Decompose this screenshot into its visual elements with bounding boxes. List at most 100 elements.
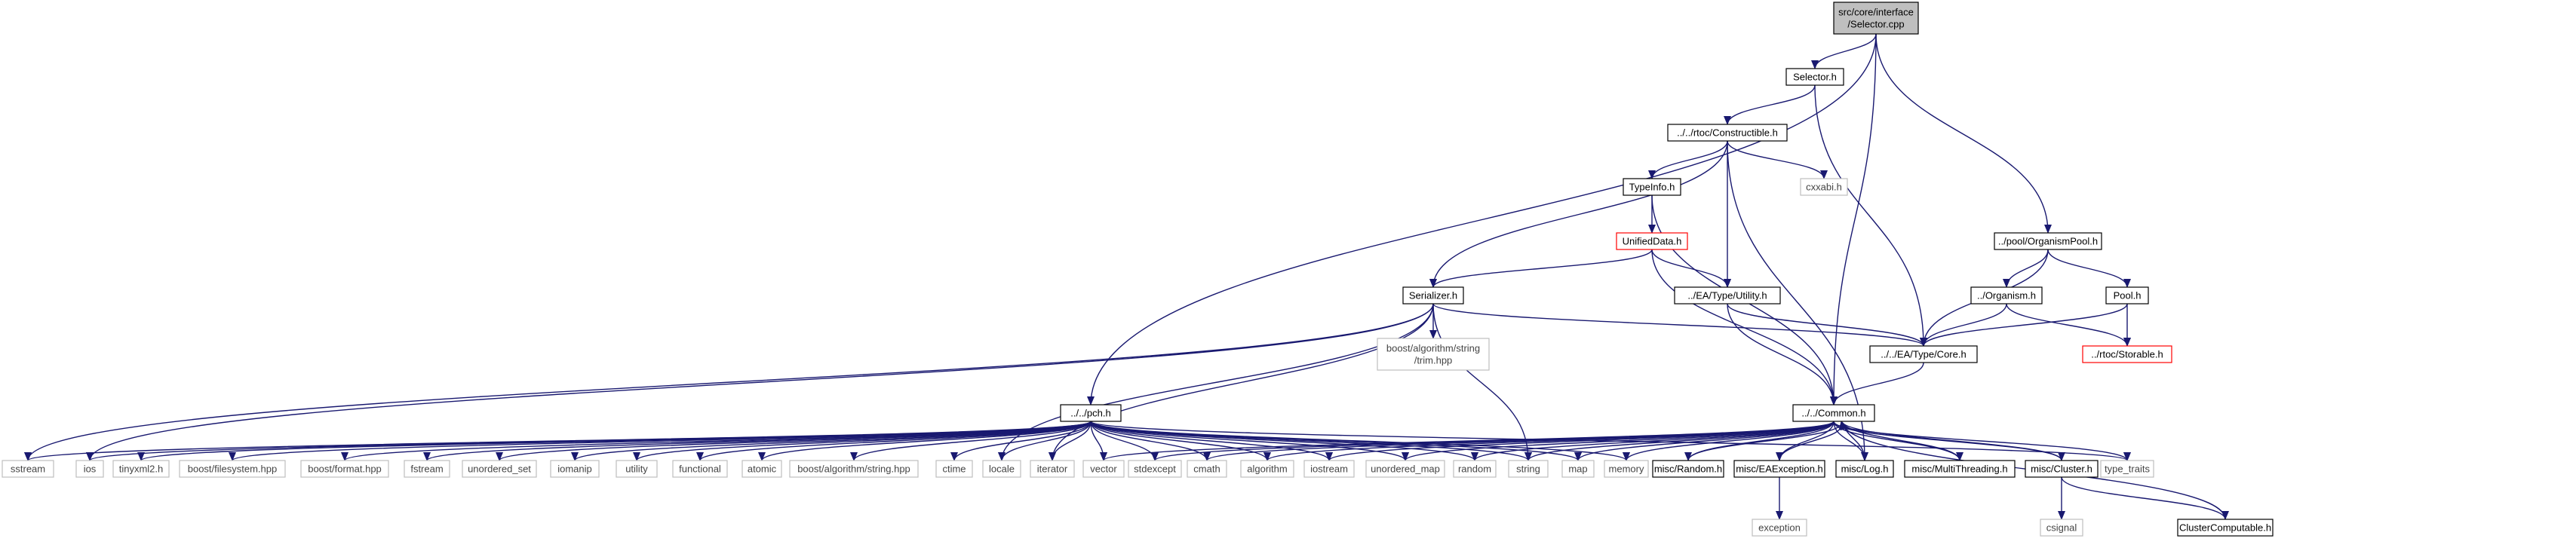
edge-unifieddata_h-to-serializer_h [1429, 249, 1653, 288]
node-misc_cluster_h[interactable]: misc/Cluster.h [2025, 460, 2099, 478]
node-label-organismpool_h: ../pool/OrganismPool.h [1998, 236, 2098, 247]
node-tinyxml2_h: tinyxml2.h [112, 460, 170, 478]
node-label-misc_cluster_h: misc/Cluster.h [2031, 464, 2092, 475]
node-memory: memory [1604, 460, 1649, 478]
edge-pch_h-to-memory [1090, 421, 1630, 461]
node-box-unordered_set [462, 460, 537, 478]
node-label-unordered_set: unordered_set [468, 464, 531, 475]
node-pool_h[interactable]: Pool.h [2105, 286, 2149, 305]
edge-constructible_h-to-cxxabi_h [1727, 140, 1828, 179]
node-csignal: csignal [2040, 519, 2083, 537]
node-label-boost_format_hpp: boost/format.hpp [308, 464, 382, 475]
node-box-iomanip [550, 460, 600, 478]
node-boost_trim_hpp: boost/algorithm/string/trim.hpp [1377, 338, 1490, 371]
node-label-algorithm: algorithm [1247, 464, 1287, 475]
node-typeinfo_h[interactable]: TypeInfo.h [1623, 178, 1681, 196]
edge-common_h-to-unordered_map [1402, 421, 1835, 461]
edge-ea_type_utility_h-to-ea_type_core_h [1727, 303, 1927, 347]
node-selector_h[interactable]: Selector.h [1785, 68, 1844, 86]
node-label-random: random [1458, 464, 1491, 475]
node-box-misc_eaexception_h [1733, 460, 1825, 478]
node-label-boost_trim_hpp: boost/algorithm/string [1386, 343, 1480, 354]
node-label-misc_random_h: misc/Random.h [1654, 464, 1722, 475]
node-box-misc_random_h [1652, 460, 1724, 478]
node-label-pool_h: Pool.h [2114, 290, 2142, 301]
node-cmath: cmath [1187, 460, 1227, 478]
edge-serializer_h-to-ea_type_core_h [1432, 303, 1927, 347]
node-string: string [1508, 460, 1549, 478]
node-misc_eaexception_h[interactable]: misc/EAException.h [1733, 460, 1825, 478]
node-misc_log_h[interactable]: misc/Log.h [1835, 460, 1894, 478]
node-selector_cpp[interactable]: src/core/interface/Selector.cpp [1833, 2, 1919, 35]
node-label-ea_type_utility_h: ../EA/Type/Utility.h [1687, 290, 1767, 301]
edge-pch_h-to-tinyxml2_h [137, 421, 1091, 461]
edge-pch_h-to-algorithm [1090, 421, 1271, 461]
node-box-type_traits [2100, 460, 2154, 478]
node-organism_h[interactable]: ../Organism.h [1970, 286, 2043, 305]
node-layer: src/core/interface/Selector.cppSelector.… [2, 2, 2274, 537]
edge-constructible_h-to-serializer_h [1429, 140, 1728, 288]
node-rtoc_storable_h[interactable]: ../rtoc/Storable.h [2082, 345, 2172, 363]
node-label-ctime: ctime [942, 464, 966, 475]
node-organismpool_h[interactable]: ../pool/OrganismPool.h [1994, 232, 2102, 250]
edge-organismpool_h-to-pool_h [2047, 249, 2131, 288]
node-box-fstream [404, 460, 450, 478]
node-unifieddata_h[interactable]: UnifiedData.h [1616, 232, 1688, 250]
edge-misc_random_h-to-common_h [1687, 421, 1848, 461]
edge-selector_cpp-to-pch_h [1087, 33, 1877, 406]
edge-common_h-to-type_traits [1833, 421, 2131, 461]
node-box-boost_format_hpp [300, 460, 389, 478]
node-exception: exception [1752, 519, 1807, 537]
node-label-boost_trim_hpp: /trim.hpp [1414, 355, 1453, 366]
node-label-memory: memory [1609, 464, 1644, 475]
node-box-unordered_map [1365, 460, 1445, 478]
node-ea_type_core_h[interactable]: ../../EA/Type/Core.h [1869, 345, 1978, 363]
edge-serializer_h-to-ios [86, 303, 1434, 461]
node-box-clustercomputable_h [2177, 519, 2274, 537]
node-box-organism_h [1970, 286, 2043, 305]
edge-layer [24, 33, 2229, 520]
node-clustercomputable_h[interactable]: ClusterComputable.h [2177, 519, 2274, 537]
node-vector: vector [1082, 460, 1125, 478]
node-label-cmath: cmath [1193, 464, 1220, 475]
node-box-constructible_h [1667, 124, 1788, 142]
node-label-selector_h: Selector.h [1793, 72, 1837, 83]
node-box-ctime [935, 460, 973, 478]
node-iomanip: iomanip [550, 460, 600, 478]
node-algorithm: algorithm [1240, 460, 1294, 478]
node-pch_h[interactable]: ../../pch.h [1060, 404, 1122, 422]
edge-serializer_h-to-string [1432, 303, 1532, 461]
node-label-atomic: atomic [748, 464, 777, 475]
node-label-serializer_h: Serializer.h [1409, 290, 1457, 301]
node-label-selector_cpp: /Selector.cpp [1847, 19, 1904, 30]
node-common_h[interactable]: ../../Common.h [1792, 404, 1875, 422]
edge-constructible_h-to-misc_log_h [1727, 140, 1868, 461]
node-box-memory [1604, 460, 1649, 478]
edge-organism_h-to-ea_type_core_h [1920, 303, 2007, 347]
node-ea_type_utility_h[interactable]: ../EA/Type/Utility.h [1674, 286, 1781, 305]
edge-pch_h-to-unordered_map [1090, 421, 1409, 461]
node-label-string: string [1516, 464, 1540, 475]
node-misc_random_h[interactable]: misc/Random.h [1652, 460, 1724, 478]
node-map: map [1561, 460, 1595, 478]
node-constructible_h[interactable]: ../../rtoc/Constructible.h [1667, 124, 1788, 142]
node-label-exception: exception [1758, 522, 1801, 534]
node-label-constructible_h: ../../rtoc/Constructible.h [1677, 127, 1778, 139]
node-label-type_traits: type_traits [2105, 464, 2150, 475]
node-label-pch_h: ../../pch.h [1070, 408, 1110, 419]
node-unordered_map: unordered_map [1365, 460, 1445, 478]
node-label-map: map [1568, 464, 1587, 475]
node-box-organismpool_h [1994, 232, 2102, 250]
node-label-utility: utility [625, 464, 648, 475]
node-label-organism_h: ../Organism.h [1977, 290, 2036, 301]
node-label-csignal: csignal [2046, 522, 2077, 534]
node-box-misc_log_h [1835, 460, 1894, 478]
node-label-rtoc_storable_h: ../rtoc/Storable.h [2091, 349, 2163, 360]
edge-pch_h-to-boost_format_hpp [341, 421, 1091, 461]
edge-organismpool_h-to-organism_h [2003, 249, 2049, 288]
node-box-pool_h [2105, 286, 2149, 305]
node-serializer_h[interactable]: Serializer.h [1402, 286, 1464, 305]
node-misc_multithreading_h[interactable]: misc/MultiThreading.h [1904, 460, 2016, 478]
node-box-typeinfo_h [1623, 178, 1681, 196]
node-label-clustercomputable_h: ClusterComputable.h [2179, 522, 2271, 534]
